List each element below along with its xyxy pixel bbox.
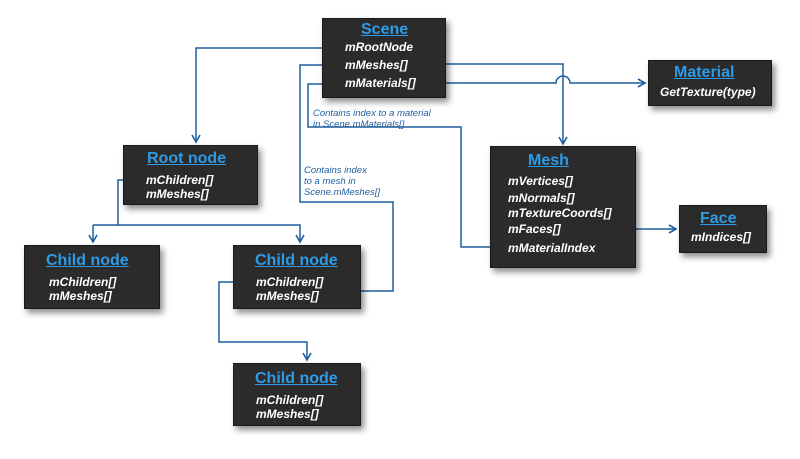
mesh-field-vertices: mVertices[] (508, 174, 573, 188)
edge-childmeshes-to-meshes (299, 60, 394, 292)
face-field-indices: mIndices[] (691, 230, 752, 244)
child-node-mid-field-meshes: mMeshes[] (256, 289, 319, 303)
child-node-bottom-field-meshes: mMeshes[] (256, 407, 319, 421)
material-field-gettexture: GetTexture(type) (660, 85, 756, 99)
mesh-field-faces: mFaces[] (508, 222, 561, 236)
edge-rootnode (191, 47, 348, 144)
child-node-left-field-meshes: mMeshes[] (49, 289, 112, 303)
mesh-field-texturecoords: mTextureCoords[] (508, 206, 612, 220)
note-material-index: Contains index to a material in Scene.mM… (313, 108, 431, 130)
edge-materialindex-to-materials (307, 79, 496, 248)
child-node-bottom-box (233, 363, 361, 426)
root-node-field-meshes: mMeshes[] (146, 187, 209, 201)
scene-box (322, 18, 446, 98)
material-box (648, 60, 772, 106)
child-node-left-title: Child node (46, 252, 129, 269)
root-node-box (123, 145, 258, 205)
root-node-title: Root node (147, 150, 227, 167)
scene-field-materials: mMaterials[] (345, 76, 416, 90)
child-node-bottom-title: Child node (255, 370, 338, 387)
child-node-left-box (24, 245, 160, 309)
child-node-mid-title: Child node (255, 252, 338, 269)
mesh-field-normals: mNormals[] (508, 191, 575, 205)
child-node-left-field-children: mChildren[] (49, 275, 117, 289)
edge-mid-children (218, 281, 312, 362)
edge-meshes-to-mesh (432, 63, 568, 146)
mesh-box (490, 146, 636, 268)
scene-field-meshes: mMeshes[] (345, 58, 408, 72)
mesh-field-materialindex: mMaterialIndex (508, 241, 596, 255)
child-node-bottom-field-children: mChildren[] (256, 393, 324, 407)
face-box (679, 205, 767, 253)
mesh-title: Mesh (528, 152, 569, 169)
face-title: Face (700, 210, 737, 227)
child-node-mid-box (233, 245, 361, 309)
scene-title: Scene (361, 21, 409, 38)
edge-materials-to-material (440, 75, 647, 88)
material-title: Material (674, 64, 735, 81)
scene-field-rootnode: mRootNode (345, 40, 413, 54)
child-node-mid-field-children: mChildren[] (256, 275, 324, 289)
note-mesh-index: Contains index to a mesh in Scene.mMeshe… (304, 165, 381, 198)
root-node-field-children: mChildren[] (146, 173, 214, 187)
